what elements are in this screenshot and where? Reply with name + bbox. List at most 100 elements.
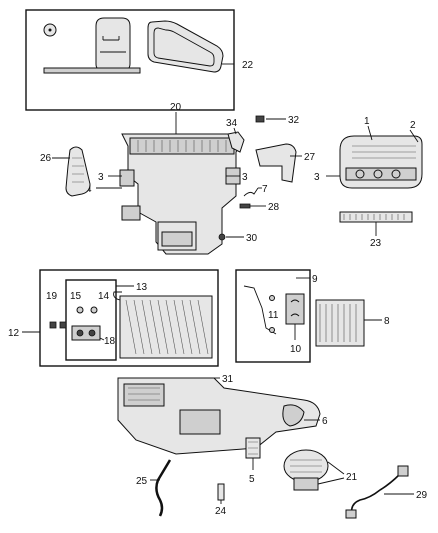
wiring-harness-icon xyxy=(350,473,401,515)
lower-housing-ribs xyxy=(128,387,160,401)
leader-21a xyxy=(327,461,345,475)
screw-30: 30 xyxy=(218,233,258,244)
hose-icon xyxy=(155,459,172,517)
duct-26: 26 xyxy=(40,146,91,197)
o-ring-14 xyxy=(90,306,98,314)
callout-1: 1 xyxy=(364,116,370,127)
duct-icon xyxy=(65,146,91,197)
fastener-28-icon xyxy=(239,203,251,209)
hvac-housing-lower: 31 6 xyxy=(117,374,328,455)
callout-23: 23 xyxy=(370,238,382,249)
screw-32: 32 xyxy=(255,115,300,126)
callout-19: 19 xyxy=(46,291,58,302)
harness-connector-b xyxy=(345,509,357,519)
gasket-strip-icon xyxy=(43,67,141,74)
gasket-plate-icon xyxy=(95,17,131,71)
callout-14: 14 xyxy=(98,291,110,302)
resistor-5: 5 xyxy=(245,437,261,485)
callout-7: 7 xyxy=(262,184,268,195)
duct-27: 27 xyxy=(255,143,316,183)
callout-25: 25 xyxy=(136,476,148,487)
gasket-kit-frame xyxy=(25,9,235,111)
harness-29: 29 xyxy=(345,465,428,519)
evaporator-group: 9 11 10 8 xyxy=(235,269,390,363)
heater-core-icon xyxy=(119,295,213,359)
callout-10: 10 xyxy=(290,344,302,355)
housing-mount-left xyxy=(121,205,141,221)
callout-12: 12 xyxy=(8,328,20,339)
blower-wheel-ribs xyxy=(290,459,322,473)
leader-34 xyxy=(233,127,237,135)
callout-32: 32 xyxy=(288,115,300,126)
callout-9: 9 xyxy=(312,274,318,285)
leader-2 xyxy=(409,129,419,143)
callout-28: 28 xyxy=(268,202,280,213)
heater-core-group: 13 15 14 19 18 12 xyxy=(8,269,219,367)
callout-15: 15 xyxy=(70,291,82,302)
blower-housing-ribs xyxy=(352,145,416,159)
gasket-loop-inner xyxy=(153,27,215,67)
sensor-icon xyxy=(243,187,259,197)
callout-3b: 3 xyxy=(242,172,248,183)
callout-30: 30 xyxy=(246,233,258,244)
leader-21b xyxy=(317,477,345,485)
gasket-round-hole xyxy=(48,28,52,32)
clip-24: 24 xyxy=(215,483,227,517)
callout-11: 11 xyxy=(268,310,279,321)
housing-outlet-inner xyxy=(161,231,193,247)
callout-27: 27 xyxy=(304,152,316,163)
evap-fitting-box xyxy=(285,293,305,325)
o-ring-11b xyxy=(269,327,275,333)
heater-core-fins xyxy=(125,299,209,355)
callout-26: 26 xyxy=(40,153,52,164)
hose-25: 25 xyxy=(136,459,172,517)
bracket-icon xyxy=(227,131,245,153)
callout-3a: 3 xyxy=(98,172,104,183)
hvac-housing-upper: 20 3 4 3 xyxy=(86,102,248,255)
duct-ribs xyxy=(72,157,84,183)
expansion-frame xyxy=(235,269,311,363)
clamp-hole-a xyxy=(76,329,84,337)
callout-5: 5 xyxy=(249,474,255,485)
lower-housing-door xyxy=(179,409,221,435)
heater-core-frame xyxy=(39,269,219,367)
o-ring-15 xyxy=(76,306,84,314)
lower-housing-intake xyxy=(123,383,165,407)
callout-8: 8 xyxy=(384,316,390,327)
gasket-plate-detail xyxy=(100,36,126,53)
clip-icon xyxy=(217,483,225,501)
lower-housing-scroll xyxy=(282,404,305,427)
callout-6: 6 xyxy=(322,416,328,427)
clamp-18 xyxy=(71,325,101,341)
screws-19 xyxy=(49,321,67,329)
callout-13: 13 xyxy=(136,282,148,293)
callout-31: 31 xyxy=(222,374,234,385)
fastener-28: 28 xyxy=(239,202,280,213)
callout-20: 20 xyxy=(170,102,182,113)
harness-connector-a xyxy=(397,465,409,477)
blower-port-b xyxy=(373,169,383,179)
callout-21: 21 xyxy=(346,472,358,483)
callout-24: 24 xyxy=(215,506,227,517)
screw-30-icon xyxy=(218,233,226,241)
leader-18 xyxy=(99,337,105,341)
sensor-7: 7 xyxy=(243,184,268,197)
blower-port-a xyxy=(355,169,365,179)
screw-icon xyxy=(255,115,265,123)
blower-port-c xyxy=(391,169,401,179)
o-ring-11a xyxy=(269,295,275,301)
callout-3c: 3 xyxy=(314,172,320,183)
duct-27-icon xyxy=(255,143,297,183)
evap-fitting-detail xyxy=(290,299,300,317)
callout-22: 22 xyxy=(242,60,254,71)
callout-34: 34 xyxy=(226,118,238,129)
callout-2: 2 xyxy=(410,120,416,131)
cabin-filter-icon xyxy=(339,211,413,223)
evaporator-core-icon xyxy=(315,299,365,347)
seal-kit-frame xyxy=(65,279,117,361)
gasket-kit-group: 22 xyxy=(25,9,254,111)
bracket-34: 34 xyxy=(226,118,245,153)
blower-motor-base xyxy=(293,477,319,491)
